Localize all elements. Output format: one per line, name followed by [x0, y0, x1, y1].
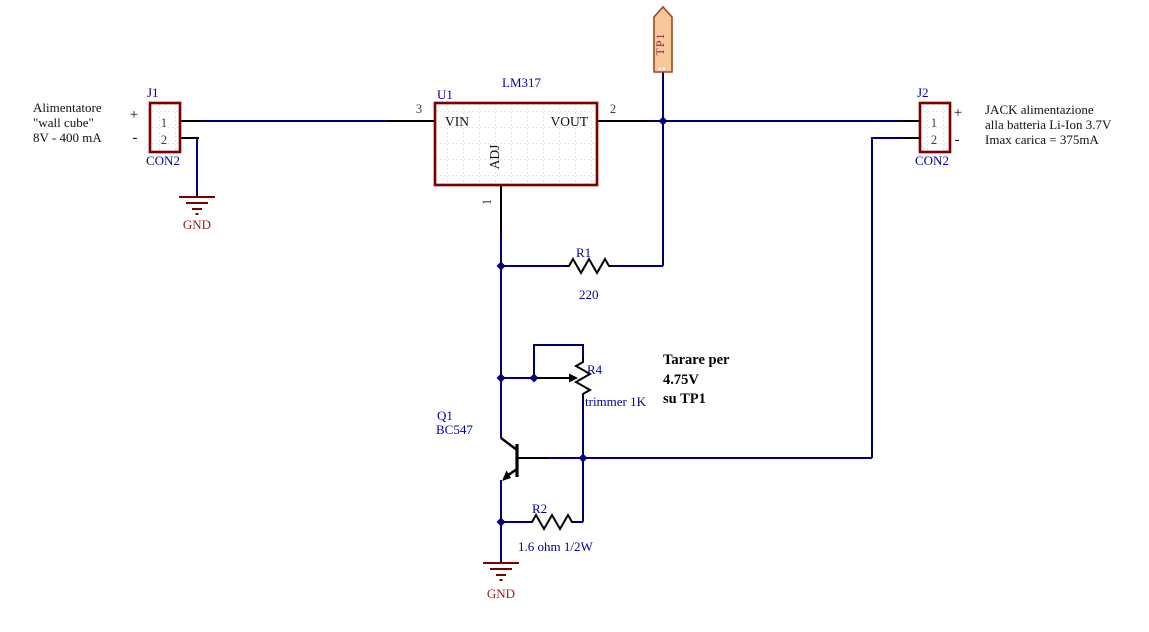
- r4-trimmer[interactable]: R4 trimmer 1K: [534, 358, 647, 409]
- junction-dot: [578, 453, 588, 463]
- j1-grid: [150, 103, 180, 152]
- r4-wiper-arrow-icon: [569, 373, 578, 383]
- j1-border: [148, 101, 182, 154]
- tp1-dot: [658, 67, 661, 70]
- tp1-flag[interactable]: [653, 5, 673, 73]
- q1-emitter-arrow-icon: [502, 470, 511, 481]
- j2-designator: J2: [917, 85, 929, 100]
- u1-border: [433, 101, 599, 187]
- input-note-line1: Alimentatore: [33, 100, 102, 115]
- output-note: JACK alimentazione alla batteria Li-Ion …: [985, 102, 1112, 147]
- junction-dot: [529, 373, 539, 383]
- j1-designator: J1: [147, 85, 159, 100]
- output-note-line2: alla batteria Li-Ion 3.7V: [985, 117, 1112, 132]
- j2-minus-sign: -: [955, 132, 960, 148]
- r2-value: 1.6 ohm 1/2W: [518, 539, 593, 554]
- r1-designator: R1: [576, 245, 591, 260]
- j2-plus-sign: +: [954, 105, 962, 121]
- calibration-note: Tarare per 4.75V su TP1: [663, 352, 730, 407]
- j2-pin2-number: 2: [931, 133, 937, 147]
- r1-value: 220: [579, 287, 599, 302]
- j1-connector[interactable]: J1 CON2 1 2 + -: [130, 85, 182, 168]
- junction-dot: [496, 517, 506, 527]
- junction-dot: [496, 261, 506, 271]
- tp1-dot: [662, 67, 665, 70]
- input-note-line2: "wall cube": [33, 115, 94, 130]
- u1-designator: U1: [437, 87, 453, 102]
- r2-zigzag[interactable]: [528, 512, 576, 532]
- output-note-line3: Imax carica = 375mA: [985, 132, 1099, 147]
- u1-vin-label: VIN: [445, 114, 469, 129]
- gnd-symbol-bottom[interactable]: GND: [483, 561, 519, 601]
- j2-connector[interactable]: J2 CON2 1 2 + -: [915, 85, 962, 168]
- junction-dot: [658, 116, 668, 126]
- u1-regulator[interactable]: U1 LM317 VIN VOUT ADJ 3 2 1: [416, 75, 616, 205]
- tp1-testpoint[interactable]: TP1: [653, 5, 673, 73]
- r2-designator: R2: [532, 501, 547, 516]
- j2-border: [918, 101, 952, 154]
- j1-pin1-number: 1: [161, 116, 167, 130]
- u1-pin1-number: 1: [480, 199, 494, 205]
- tp1-label: TP1: [653, 32, 667, 55]
- q1-value: BC547: [436, 422, 473, 437]
- calibration-note-line2: 4.75V: [663, 372, 699, 388]
- r1-resistor[interactable]: R1 220: [565, 245, 613, 302]
- q1-transistor[interactable]: Q1 BC547: [436, 408, 548, 481]
- junction-dot: [496, 373, 506, 383]
- u1-adj-label: ADJ: [487, 145, 502, 170]
- gnd-bottom-label: GND: [487, 586, 515, 601]
- j1-pin2-number: 2: [161, 133, 167, 147]
- r4-value: trimmer 1K: [585, 394, 647, 409]
- j2-pin1-number: 1: [931, 116, 937, 130]
- wire-r4-top-loop[interactable]: [533, 344, 584, 378]
- q1-collector[interactable]: [500, 437, 518, 451]
- j1-minus-sign: -: [133, 130, 138, 146]
- j2-type-label: CON2: [915, 153, 949, 168]
- input-note-line3: 8V - 400 mA: [33, 130, 102, 145]
- j1-type-label: CON2: [146, 153, 180, 168]
- output-note-line1: JACK alimentazione: [985, 102, 1094, 117]
- u1-pin3-number: 3: [416, 102, 422, 116]
- input-note: Alimentatore "wall cube" 8V - 400 mA: [33, 100, 102, 145]
- u1-vout-label: VOUT: [551, 114, 589, 129]
- q1-designator: Q1: [437, 408, 453, 423]
- gnd-symbol-left[interactable]: GND: [179, 195, 215, 232]
- u1-part-number: LM317: [502, 75, 542, 90]
- calibration-note-line1: Tarare per: [663, 352, 730, 368]
- r1-zigzag[interactable]: [565, 256, 613, 276]
- r4-designator: R4: [587, 362, 603, 377]
- gnd-left-label: GND: [183, 217, 211, 232]
- calibration-note-line3: su TP1: [663, 391, 706, 407]
- r4-zigzag[interactable]: [573, 358, 593, 398]
- u1-pin2-number: 2: [610, 102, 616, 116]
- j1-plus-sign: +: [130, 107, 138, 123]
- u1-grid: [435, 103, 597, 185]
- r2-resistor[interactable]: R2 1.6 ohm 1/2W: [518, 501, 593, 554]
- j2-grid: [920, 103, 950, 152]
